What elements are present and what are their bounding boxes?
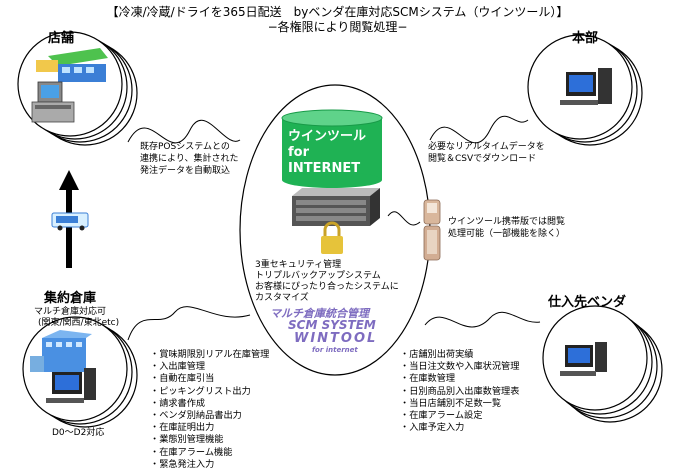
diagram-subtitle: −各権限により閲覧処理− xyxy=(267,20,408,34)
pos-terminal-icon xyxy=(31,81,75,123)
desktop-pc-icon xyxy=(46,368,96,403)
list-item: ・ピッキングリスト出力 xyxy=(150,385,251,397)
desktop-pc-icon xyxy=(560,342,607,376)
list-item: ・業態別管理機能 xyxy=(150,434,224,446)
server-rack-icon xyxy=(292,188,380,226)
store-note-line: 発注データを自動取込 xyxy=(140,166,231,176)
connector-mobile xyxy=(387,211,421,226)
connector-warehouse xyxy=(127,306,251,341)
logo-line4: for internet xyxy=(312,346,358,354)
connector-store xyxy=(127,119,241,144)
arrow-up-icon xyxy=(59,170,79,268)
warehouse-building-icon xyxy=(30,330,92,372)
cylinder-title: ウインツール xyxy=(288,129,367,144)
list-item: ・在庫アラーム設定 xyxy=(400,410,483,422)
hq-note-line: 閲覧＆CSVでダウンロード xyxy=(428,154,537,164)
vendor-function-list: ・店舗別出荷実績 ・当日注文数や入庫状況管理 ・在庫数管理 ・日別商品別入出庫数… xyxy=(400,349,519,434)
truck-icon xyxy=(51,212,89,231)
list-item: ・日別商品別入出庫数管理表 xyxy=(400,385,520,397)
list-item: ・請求書作成 xyxy=(150,397,206,409)
list-item: ・ベンダ別納品書出力 xyxy=(150,410,242,422)
security-line: 3重セキュリティ管理 xyxy=(255,260,342,270)
database-cylinder-icon xyxy=(281,109,383,188)
warehouse-temp-note: D0〜D2対応 xyxy=(52,428,105,438)
warehouse-multi-note: マルチ倉庫対応可 xyxy=(34,307,107,317)
connector-hq xyxy=(429,115,529,144)
list-item: ・緊急発注入力 xyxy=(150,458,215,470)
padlock-icon xyxy=(321,221,343,254)
list-item: ・当日注文数や入庫状況管理 xyxy=(400,361,520,373)
logo-line2: SCM SYSTEM xyxy=(288,318,376,332)
store-note-line: 連携により、集計された xyxy=(140,154,239,164)
store-note-line: 既存POSシステムとの xyxy=(140,142,230,152)
mobile-note-line: ウインツール携帯版では閲覧 xyxy=(448,217,566,227)
list-item: ・当日店舗別不足数一覧 xyxy=(400,397,502,409)
list-item: ・在庫アラーム機能 xyxy=(150,446,233,458)
store-building-icon xyxy=(36,48,108,82)
store-label: 店舗 xyxy=(48,31,75,46)
list-item: ・在庫証明出力 xyxy=(150,422,215,434)
warehouse-region-note: (関東/関西/東北etc) xyxy=(38,318,120,328)
list-item: ・店舗別出荷実績 xyxy=(400,349,474,360)
list-item: ・入出庫管理 xyxy=(150,361,206,373)
mobile-phone-icon xyxy=(423,199,441,261)
connector-vendor xyxy=(424,311,541,328)
desktop-pc-icon xyxy=(560,68,612,105)
store-node xyxy=(17,31,138,146)
hq-note-line: 必要なリアルタイムデータを xyxy=(428,142,545,152)
mobile-note-line: 処理可能（一部機能を除く） xyxy=(448,229,566,239)
cylinder-internet: INTERNET xyxy=(288,161,361,176)
diagram-title: 【冷凍/冷蔵/ドライを365日配送 byベンダ在庫対応SCMシステム（ウインツー… xyxy=(106,5,569,19)
security-line: お客様にぴったり合ったシステムに xyxy=(255,282,399,292)
logo-line3: WINTOOL xyxy=(294,331,378,346)
list-item: ・入庫予定入力 xyxy=(400,422,465,434)
hq-label: 本部 xyxy=(572,31,599,46)
warehouse-label: 集約倉庫 xyxy=(44,291,97,306)
security-line: カスタマイズ xyxy=(255,293,309,303)
vendor-label: 仕入先ベンダ xyxy=(548,295,627,310)
logo-line1: マルチ倉庫統合管理 xyxy=(270,307,369,320)
list-item: ・在庫数管理 xyxy=(400,373,456,385)
warehouse-function-list: ・賞味期限別リアル在庫管理 ・入出庫管理 ・自動在庫引当 ・ピッキングリスト出力… xyxy=(150,349,269,471)
list-item: ・自動在庫引当 xyxy=(150,373,215,385)
security-line: トリプルバックアップシステム xyxy=(255,271,381,281)
list-item: ・賞味期限別リアル在庫管理 xyxy=(150,349,270,360)
cylinder-for: for xyxy=(288,145,309,160)
